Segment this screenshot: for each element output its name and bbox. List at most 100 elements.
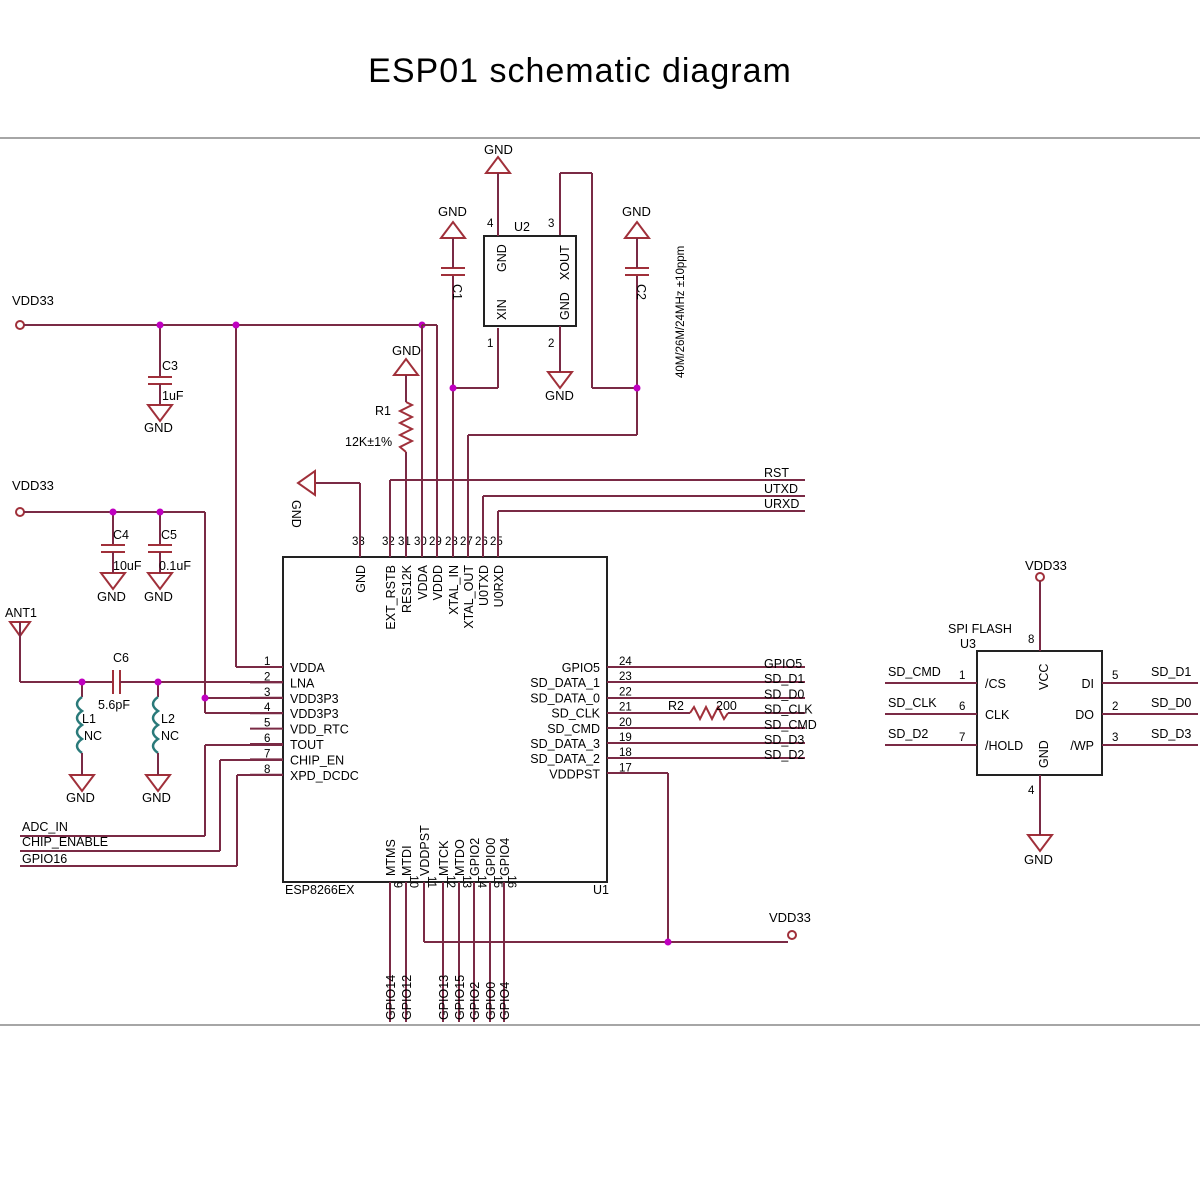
u1-pin-name: VDD3P3 [290, 692, 339, 706]
u3-pin-name: /CS [985, 677, 1006, 691]
rf-antenna-section: ANT1 C6 5.6pF L1 NC L2 NC [5, 606, 283, 775]
u1-pin-number: 24 [619, 656, 632, 668]
net-label: SD_CLK [764, 703, 813, 717]
gnd-label: GND [144, 589, 173, 604]
net-label: GPIO4 [498, 982, 512, 1020]
u1-pin-name: GPIO2 [468, 838, 482, 876]
u1-pin-number: 32 [382, 536, 395, 548]
u1-pin-name: LNA [290, 676, 315, 690]
u1-pin-name: TOUT [290, 738, 324, 752]
gnd-label: GND [144, 420, 173, 435]
vdd33-port-4 [1035, 572, 1045, 582]
gnd-symbol [439, 220, 467, 239]
u1-pin-number: 28 [445, 536, 458, 548]
u1-pin-number: 25 [490, 536, 503, 548]
u1-pin-name: MTCK [437, 840, 451, 876]
u1-pin-number: 29 [429, 536, 442, 548]
net-label: SD_D2 [764, 748, 804, 762]
net-label: SD_D3 [1151, 727, 1191, 741]
r1-ref: R1 [375, 404, 391, 418]
u3-pins: 1/CSSD_CMD6CLKSD_CLK7/HOLDSD_D25DISD_D12… [885, 665, 1198, 753]
c5-ref: C5 [161, 528, 177, 542]
u1-pin-name: GPIO5 [562, 661, 600, 675]
u1-pin-number: 30 [414, 536, 427, 548]
u1-pin-name: SD_DATA_0 [530, 691, 600, 705]
chip-enable-label: CHIP_ENABLE [22, 835, 108, 849]
net-label: GPIO13 [437, 975, 451, 1020]
u1-pin-name: VDDA [290, 661, 325, 675]
u1-pin-name: MTMS [384, 839, 398, 876]
u1-ref-label: U1 [593, 883, 609, 897]
net-label: SD_D3 [764, 733, 804, 747]
u1-pin-number: 7 [264, 748, 270, 760]
u2-pin2: 2 [548, 338, 554, 350]
u1-pin-name: U0TXD [477, 565, 491, 606]
c4-value: 10uF [113, 559, 142, 573]
gnd-symbol [68, 774, 96, 793]
u1-pin-name: EXT_RSTB [384, 565, 398, 630]
vdd33-label-4: VDD33 [1025, 558, 1067, 573]
r2-resistor [689, 704, 729, 722]
u1-pin-name: GPIO0 [484, 838, 498, 876]
vdd33-label-2: VDD33 [12, 478, 54, 493]
net-label: SD_D0 [764, 687, 804, 701]
l1-value: NC [84, 729, 102, 743]
u1-pin-name: VDD_RTC [290, 723, 349, 737]
gnd-label: GND [622, 204, 651, 219]
net-label: SD_D1 [764, 672, 804, 686]
ant1-ref: ANT1 [5, 606, 37, 620]
gnd-symbol [392, 357, 420, 376]
u1-top-nets: GND RST R1 12K±1% C1 [289, 172, 805, 557]
u1-pin-name: U0RXD [492, 565, 506, 607]
u1-pin-number: 22 [619, 686, 632, 698]
u3-pin-number: 2 [1112, 701, 1118, 713]
vdd33-port-1 [15, 320, 25, 330]
u3-pin8: 8 [1028, 634, 1034, 646]
u1-pin-name: SD_DATA_1 [530, 676, 600, 690]
u1-pin-number: 1 [264, 656, 270, 668]
u3-ref: U3 [960, 637, 976, 651]
u1-pin-name: MTDO [453, 839, 467, 876]
net-label: SD_CMD [764, 718, 817, 732]
l2-ref: L2 [161, 712, 175, 726]
u1-pin-number: 31 [398, 536, 411, 548]
r1-value: 12K±1% [345, 435, 392, 449]
u3-pin-number: 6 [959, 701, 965, 713]
u3-pin4: 4 [1028, 785, 1035, 797]
gnd-symbol [99, 572, 127, 591]
u2-crystal: U2 4 3 1 2 GND XOUT XIN GND 40M/26M/24MH… [483, 173, 687, 378]
u1-pin-name: VDDA [416, 564, 430, 599]
c4-ref: C4 [113, 528, 129, 542]
gnd-symbol [546, 371, 574, 390]
c3-ref: C3 [162, 359, 178, 373]
gnd-label: GND [438, 204, 467, 219]
u3-vcc-pin-name: VCC [1037, 664, 1051, 690]
u1-pin-name: XTAL_OUT [462, 565, 476, 629]
u1-pin-number: 6 [264, 733, 270, 745]
u1-pin-number: 23 [619, 671, 632, 683]
gnd-33-symbol [296, 469, 316, 497]
u3-pin-number: 5 [1112, 670, 1118, 682]
gnd-symbol [146, 572, 174, 591]
u1-pin-name: CHIP_EN [290, 753, 344, 767]
u1-pin-number: 21 [619, 702, 632, 714]
u1-pin-name: VDD3P3 [290, 707, 339, 721]
u1-pin-number: 20 [619, 717, 632, 729]
u2-gnd2-pin-name: GND [558, 292, 572, 320]
u2-pin4: 4 [487, 218, 494, 230]
gnd-symbol [144, 774, 172, 793]
vdd33-port-2 [15, 507, 25, 517]
u3-pin-name: DI [1082, 677, 1095, 691]
c3-value: 1uF [162, 389, 184, 403]
gpio16-label: GPIO16 [22, 852, 67, 866]
c5-value: 0.1uF [159, 559, 191, 573]
u2-gnd-pin-name: GND [495, 244, 509, 272]
vdd33-rail-1: VDD33 C3 1uF [12, 293, 426, 668]
gnd-33-label: GND [289, 500, 303, 528]
u1-pin-number: 13 [460, 875, 472, 888]
u1-pin-number: 19 [619, 732, 632, 744]
